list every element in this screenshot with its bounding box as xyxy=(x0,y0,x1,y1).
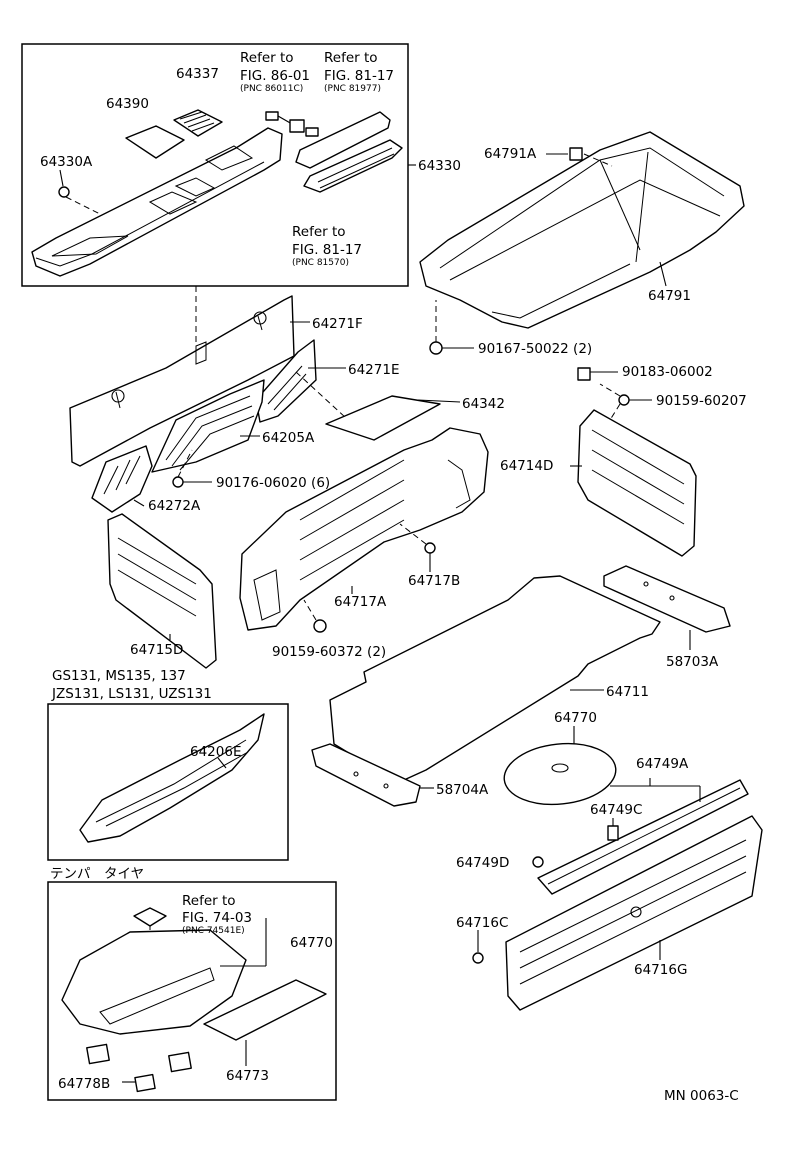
clip-90176-06020 xyxy=(172,449,212,488)
trunk-lid-trim-64791 xyxy=(419,131,745,329)
label-90159a: 90159-60207 xyxy=(656,393,747,409)
label-64330A: 64330A xyxy=(40,154,93,170)
side-panel-64715D xyxy=(107,513,217,669)
ref-8601-line1: Refer to xyxy=(240,50,294,66)
package-tray-64330 xyxy=(31,127,283,277)
label-64272A: 64272A xyxy=(148,498,201,514)
label-64770-main: 64770 xyxy=(554,710,597,726)
high-mount-lamp-81570 xyxy=(303,139,403,193)
label-64330: 64330 xyxy=(418,158,461,174)
label-64716C: 64716C xyxy=(456,915,508,931)
clip-64330A xyxy=(58,169,101,215)
clip-64749D xyxy=(532,856,544,868)
label-64717A: 64717A xyxy=(334,594,387,610)
mat-64342 xyxy=(325,395,441,441)
label-64206E: 64206E xyxy=(190,744,241,760)
side-panel-64714D xyxy=(577,409,697,557)
ref-7403-pnc: (PNC 74541E) xyxy=(182,926,245,936)
front-board-64271F xyxy=(69,295,295,467)
label-64778B: 64778B xyxy=(58,1076,110,1092)
label-64749D: 64749D xyxy=(456,855,509,871)
harness-connector-86011C xyxy=(265,111,319,137)
clip-90159-60372 xyxy=(303,599,327,633)
clip-90183-06002 xyxy=(577,367,618,381)
trim-64206E xyxy=(79,713,265,843)
model-note-line1: GS131, MS135, 137 xyxy=(52,668,186,684)
board-64773 xyxy=(203,979,327,1041)
mat-64390 xyxy=(125,125,185,159)
label-64773: 64773 xyxy=(226,1068,269,1084)
ref-8117b-pnc: (PNC 81570) xyxy=(292,258,349,268)
back-panel-trim-64716G xyxy=(505,815,763,1011)
sill-trim-64749A xyxy=(537,779,749,895)
clip-64749C xyxy=(607,818,619,841)
label-64390: 64390 xyxy=(106,96,149,112)
pad-64778B xyxy=(86,1043,192,1093)
ref-7403-line2: FIG. 74-03 xyxy=(182,910,252,926)
side-trim-64717A xyxy=(239,427,489,631)
clip-64717B xyxy=(399,523,436,572)
label-90159b: 90159-60372 (2) xyxy=(272,644,386,660)
label-64791A: 64791A xyxy=(484,146,537,162)
leader-64206E xyxy=(217,757,227,769)
model-variant-box xyxy=(47,703,289,861)
spare-tire-box xyxy=(47,881,337,1101)
ref-8117b-line2: FIG. 81-17 xyxy=(292,242,362,258)
clip-90159-60207 xyxy=(599,383,652,421)
label-64271F: 64271F xyxy=(312,316,363,332)
trim-cover-64205A xyxy=(151,379,265,473)
clip-90167-50022 xyxy=(429,300,474,355)
ref-8117b-line1: Refer to xyxy=(292,224,346,240)
footer-code: MN 0063-C xyxy=(664,1088,739,1104)
clip-64716C xyxy=(472,930,484,964)
label-64711: 64711 xyxy=(606,684,649,700)
ref-7403-line1: Refer to xyxy=(182,893,236,909)
label-64337: 64337 xyxy=(176,66,219,82)
high-mount-lamp-81977 xyxy=(295,111,391,169)
bracket-58703A xyxy=(603,565,731,633)
guide-64342 xyxy=(295,371,347,419)
ref-8601-line2: FIG. 86-01 xyxy=(240,68,310,84)
pad-74541E xyxy=(133,907,167,927)
vent-grille-64337 xyxy=(173,109,223,137)
label-64271E: 64271E xyxy=(348,362,399,378)
label-58703A: 58703A xyxy=(666,654,719,670)
label-90167: 90167-50022 (2) xyxy=(478,341,592,357)
ref-8117a-line2: FIG. 81-17 xyxy=(324,68,394,84)
spare-cover-64770 xyxy=(503,742,617,806)
ref-8117a-pnc: (PNC 81977) xyxy=(324,84,381,94)
spare-tire-cover-64770 xyxy=(61,910,247,1035)
leader-64272A xyxy=(133,499,145,507)
bracket-64272A xyxy=(91,445,153,513)
label-64342: 64342 xyxy=(462,396,505,412)
ref-8117a-line1: Refer to xyxy=(324,50,378,66)
label-64715D: 64715D xyxy=(130,642,183,658)
label-64717B: 64717B xyxy=(408,573,460,589)
label-64791: 64791 xyxy=(648,288,691,304)
model-note-line2: JZS131, LS131, UZS131 xyxy=(51,686,212,702)
label-64749A: 64749A xyxy=(636,756,689,772)
leader-64791 xyxy=(659,261,667,287)
clip-64791A xyxy=(546,147,613,167)
label-90176: 90176-06020 (6) xyxy=(216,475,330,491)
label-64749C: 64749C xyxy=(590,802,642,818)
spare-tire-heading: テンパ タイヤ xyxy=(50,866,144,882)
label-58704A: 58704A xyxy=(436,782,489,798)
label-64716G: 64716G xyxy=(634,962,687,978)
bracket-58704A xyxy=(311,743,421,807)
label-64205A: 64205A xyxy=(262,430,315,446)
bracket-64271E xyxy=(255,339,317,423)
label-64714D: 64714D xyxy=(500,458,553,474)
label-90183: 90183-06002 xyxy=(622,364,713,380)
ref-8601-pnc: (PNC 86011C) xyxy=(240,84,303,94)
label-64770-box: 64770 xyxy=(290,935,333,951)
leader-64342 xyxy=(417,399,461,403)
